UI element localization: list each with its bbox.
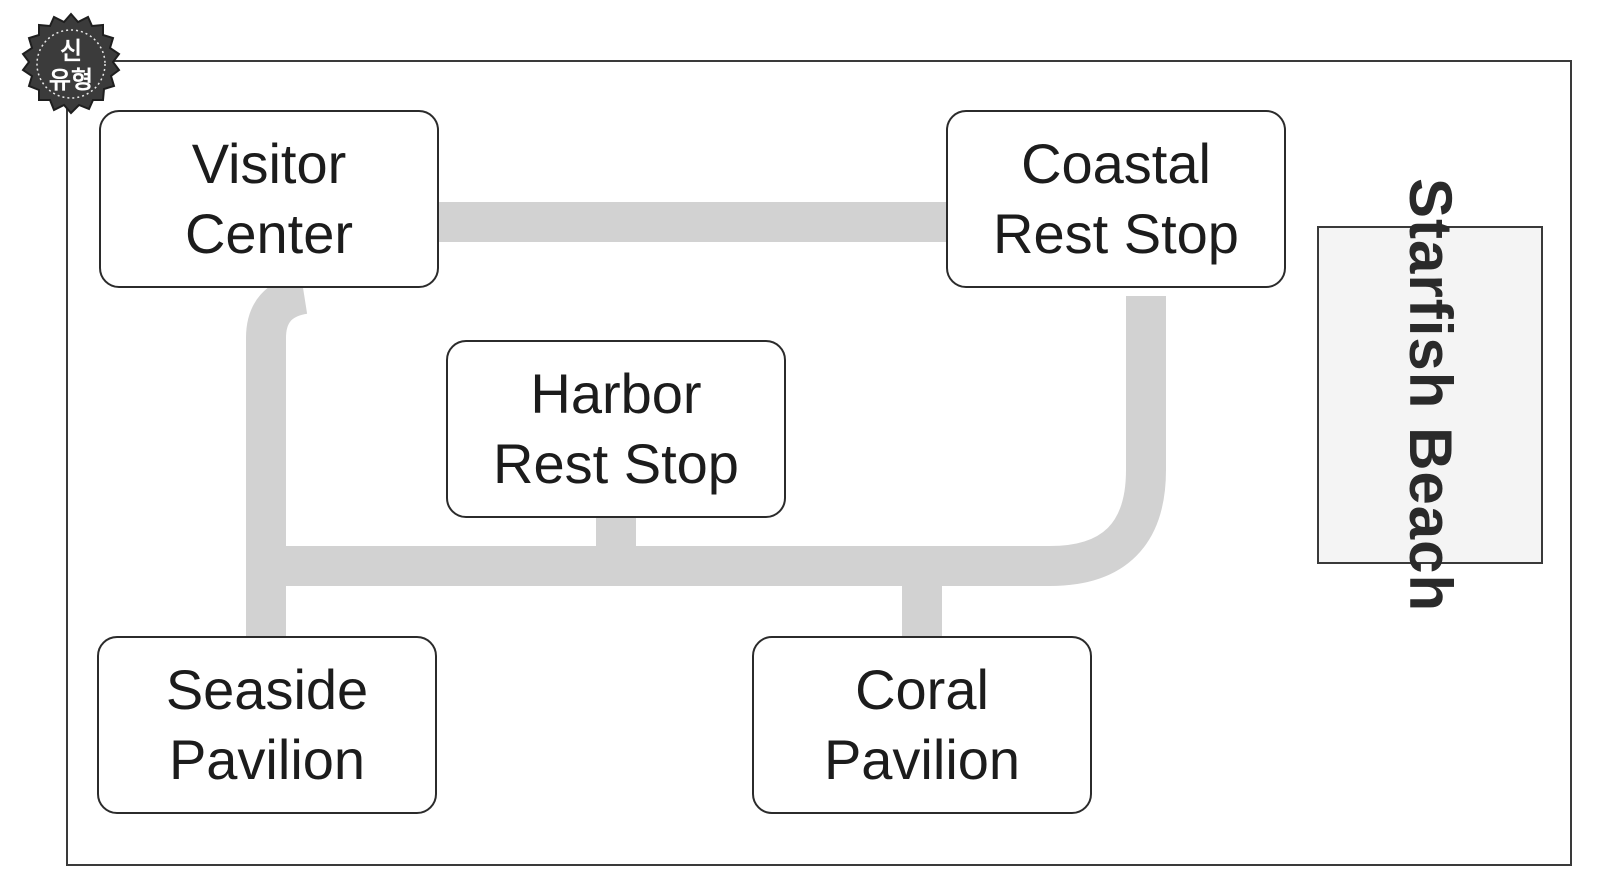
coastal-rest-stop-box: Coastal Rest Stop xyxy=(946,110,1286,288)
visitor-center-line1: Visitor xyxy=(191,132,347,195)
seaside-pavilion-line1: Seaside xyxy=(165,658,369,721)
beach-line2: Beach xyxy=(1397,426,1464,613)
badge-line1: 신 xyxy=(60,37,82,65)
map-frame xyxy=(66,60,1572,866)
harbor-rest-stop-line2: Rest Stop xyxy=(493,432,739,495)
coral-pavilion-box: Coral Pavilion xyxy=(752,636,1092,814)
visitor-center-line2: Center xyxy=(184,202,354,265)
visitor-center-box: Visitor Center xyxy=(99,110,439,288)
seaside-pavilion-line2: Pavilion xyxy=(168,728,366,791)
coastal-rest-stop-line1: Coastal xyxy=(1021,132,1211,195)
harbor-rest-stop-box: Harbor Rest Stop xyxy=(446,340,786,518)
beach-line1: Starfish xyxy=(1397,177,1464,410)
coastal-rest-stop-line2: Rest Stop xyxy=(993,202,1239,265)
path-left-loop xyxy=(246,274,309,636)
path-bottom-loop xyxy=(266,296,1166,586)
new-type-badge-icon: 신 유형 xyxy=(21,12,121,115)
badge-line2: 유형 xyxy=(49,66,93,94)
starfish-beach-label: Starfish Beach xyxy=(1392,178,1468,612)
harbor-rest-stop-line1: Harbor xyxy=(530,362,702,425)
coral-pavilion-line2: Pavilion xyxy=(823,728,1021,791)
coral-pavilion-line1: Coral xyxy=(855,658,989,721)
seaside-pavilion-box: Seaside Pavilion xyxy=(97,636,437,814)
starfish-beach-area: Starfish Beach xyxy=(1317,178,1543,612)
